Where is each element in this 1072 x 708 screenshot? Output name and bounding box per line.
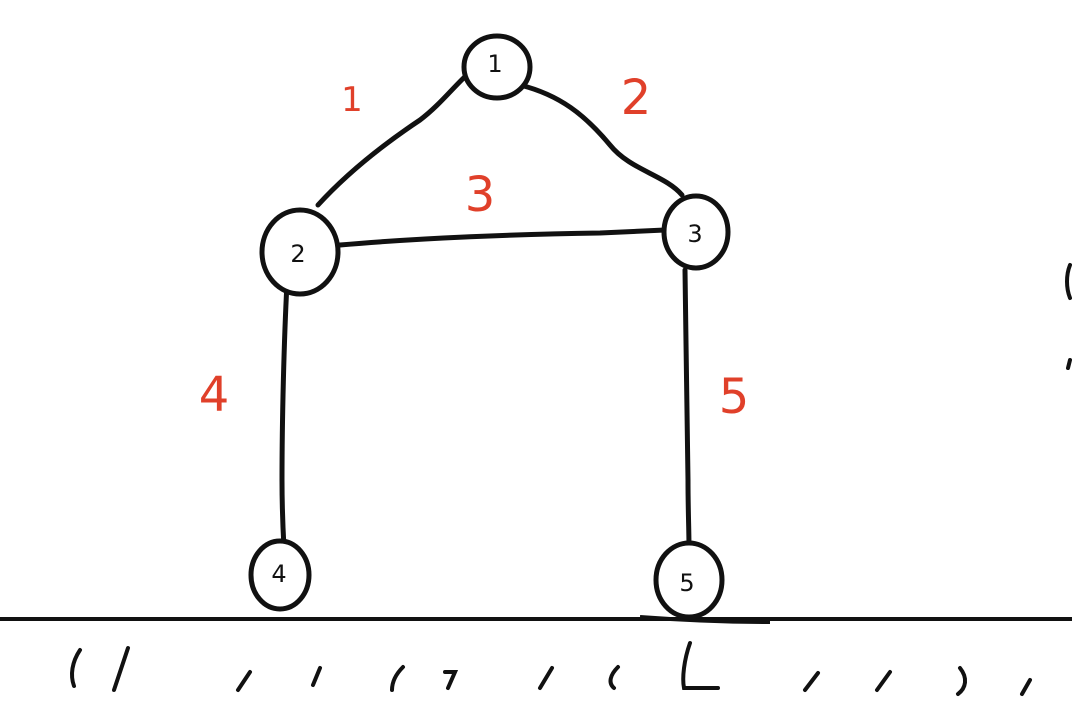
- node-2: 2: [259, 207, 341, 297]
- node-circle-3: [661, 193, 731, 271]
- edge-label-4: 4: [199, 367, 230, 423]
- node-circle-4: [248, 538, 312, 612]
- edge-3: [337, 227, 668, 248]
- node-label-5: 5: [679, 569, 694, 597]
- node-5: 5: [653, 540, 725, 620]
- ground-mark: [639, 615, 771, 624]
- node-label-3: 3: [687, 220, 702, 248]
- node-1: 1: [461, 33, 533, 101]
- edge-label-1: 1: [341, 80, 363, 120]
- ground-hatching: [70, 263, 1072, 696]
- node-circle-1: [461, 33, 533, 101]
- edge-4: [279, 280, 290, 551]
- node-label-2: 2: [290, 240, 305, 268]
- edge-label-3: 3: [465, 167, 496, 223]
- node-3: 3: [661, 193, 731, 271]
- edge-2: [517, 82, 685, 198]
- node-circle-2: [259, 207, 341, 297]
- edge-label-2: 2: [621, 70, 652, 126]
- node-label-1: 1: [487, 50, 502, 78]
- node-4: 4: [248, 538, 312, 612]
- node-label-4: 4: [271, 560, 286, 588]
- edge-1: [315, 69, 473, 208]
- edge-5: [682, 267, 692, 551]
- node-circle-5: [653, 540, 725, 620]
- edge-label-5: 5: [719, 369, 750, 425]
